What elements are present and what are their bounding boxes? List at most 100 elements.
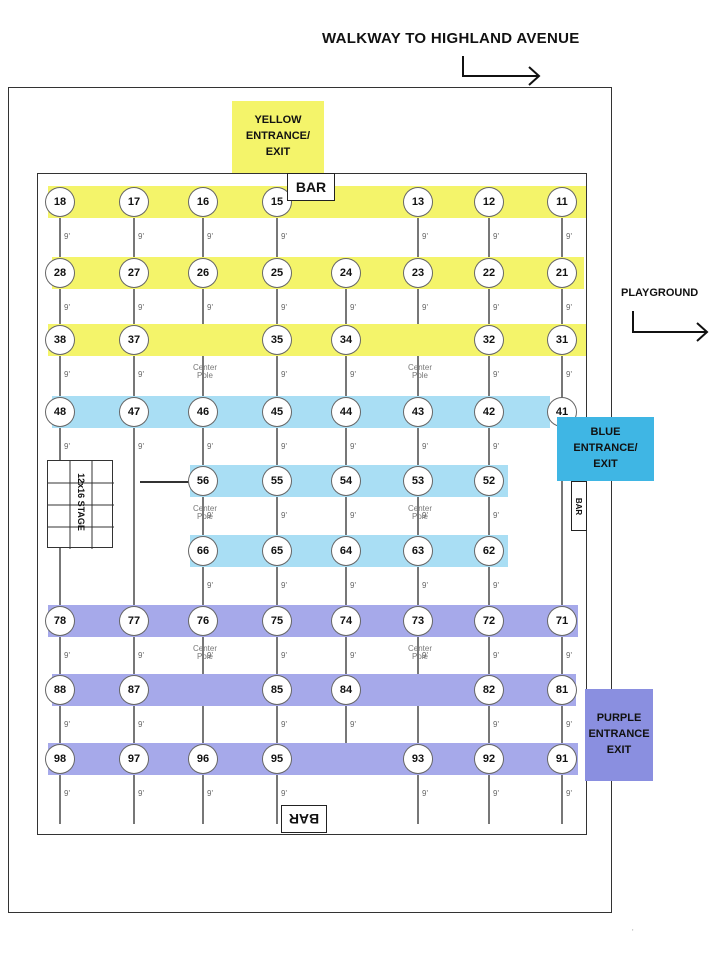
spacing-label: 9' [281,370,287,379]
table-15: 15 [266,191,288,213]
spacing-label: 9' [64,442,70,451]
spacing-label: 9' [566,720,572,729]
table-53: 53 [407,470,429,492]
table-96: 96 [192,748,214,770]
spacing-label: 9' [422,303,428,312]
spacing-label: 9' [422,232,428,241]
spacing-label: 9' [350,511,356,520]
table-65: 65 [266,540,288,562]
table-24: 24 [335,262,357,284]
corner-mark: ' [632,928,634,937]
stub-line [140,481,190,483]
spacing-label: 9' [207,789,213,798]
table-97: 97 [123,748,145,770]
spacing-label: 9' [493,581,499,590]
table-92: 92 [478,748,500,770]
table-45: 45 [266,401,288,423]
bar-side-label: BAR [574,497,584,515]
table-11: 11 [551,191,573,213]
table-43: 43 [407,401,429,423]
spacing-label: 9' [138,370,144,379]
playground-arrow-icon [632,311,709,342]
spacing-label: 9' [566,789,572,798]
spacing-label: 9' [422,442,428,451]
spacing-label: 9' [566,370,572,379]
table-56: 56 [192,470,214,492]
table-95: 95 [266,748,288,770]
stage-grid [48,461,114,549]
table-82: 82 [478,679,500,701]
spacing-label: 9' [566,232,572,241]
spacing-label: 9' [138,651,144,660]
table-18: 18 [49,191,71,213]
spacing-label: 9' [493,232,499,241]
spacing-label: 9' [422,789,428,798]
spacing-label: 9' [350,581,356,590]
table-64: 64 [335,540,357,562]
spacing-label: 9' [493,511,499,520]
spacing-label: 9' [64,232,70,241]
center-pole-label: Center Pole [408,504,433,521]
bar-top: BAR [287,173,335,201]
spacing-label: 9' [64,303,70,312]
table-55: 55 [266,470,288,492]
spacing-label: 9' [566,303,572,312]
table-22: 22 [478,262,500,284]
table-84: 84 [335,679,357,701]
spacing-label: 9' [350,651,356,660]
spacing-label: 9' [64,789,70,798]
table-26: 26 [192,262,214,284]
table-28: 28 [49,262,71,284]
table-17: 17 [123,191,145,213]
table-93: 93 [407,748,429,770]
spacing-label: 9' [422,581,428,590]
table-76: 76 [192,610,214,632]
spacing-label: 9' [207,232,213,241]
table-73: 73 [407,610,429,632]
spacing-label: 9' [350,370,356,379]
playground-label: PLAYGROUND [621,287,699,299]
stage: 12x16 STAGE [47,460,114,549]
table-42: 42 [478,401,500,423]
table-74: 74 [335,610,357,632]
table-column-line [561,202,563,824]
spacing-label: 9' [350,303,356,312]
spacing-label: 9' [207,511,213,520]
table-88: 88 [49,679,71,701]
table-98: 98 [49,748,71,770]
blue-entrance: BLUE ENTRANCE/ EXIT [557,417,654,481]
center-pole-label: Center Pole [193,644,218,661]
spacing-label: 9' [281,232,287,241]
yellow-entrance: YELLOW ENTRANCE/ EXIT [232,101,324,173]
spacing-label: 9' [493,651,499,660]
table-35: 35 [266,329,288,351]
spacing-label: 9' [64,720,70,729]
spacing-label: 9' [281,581,287,590]
table-66: 66 [192,540,214,562]
spacing-label: 9' [281,720,287,729]
table-12: 12 [478,191,500,213]
table-85: 85 [266,679,288,701]
spacing-label: 9' [64,370,70,379]
table-77: 77 [123,610,145,632]
table-47: 47 [123,401,145,423]
center-pole-label: Center Pole [408,644,433,661]
walkway-arrow-icon [462,56,541,86]
spacing-label: 9' [207,442,213,451]
table-54: 54 [335,470,357,492]
spacing-label: 9' [493,442,499,451]
table-44: 44 [335,401,357,423]
table-column-line [417,202,419,824]
table-38: 38 [49,329,71,351]
table-48: 48 [49,401,71,423]
spacing-label: 9' [493,303,499,312]
spacing-label: 9' [281,442,287,451]
table-16: 16 [192,191,214,213]
spacing-label: 9' [207,651,213,660]
table-column-line [202,202,204,824]
purple-entrance: PURPLE ENTRANCE EXIT [585,689,653,781]
table-71: 71 [551,610,573,632]
spacing-label: 9' [138,720,144,729]
bar-side: BAR [571,481,587,531]
table-87: 87 [123,679,145,701]
